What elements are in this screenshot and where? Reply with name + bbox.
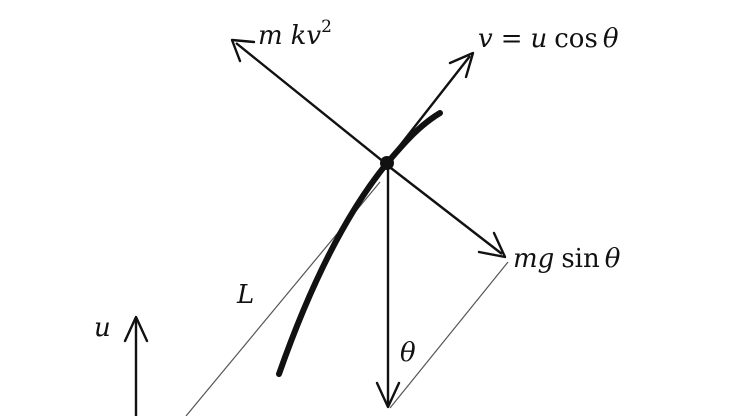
gravity-component-arrowhead	[477, 231, 507, 259]
velocity-arrow	[386, 55, 471, 163]
speed-u-label: u	[94, 313, 111, 343]
parallelogram-line	[389, 261, 509, 409]
trajectory-curve	[276, 110, 443, 377]
drag-force-arrowhead	[230, 38, 256, 63]
particle-dot	[380, 156, 394, 170]
vertical-gravity-arrowhead	[375, 381, 401, 409]
drag-force-arrow	[235, 42, 386, 164]
speed-u-arrowhead	[123, 315, 149, 343]
angle-theta-label: θ	[400, 338, 416, 368]
velocity-arrowhead	[448, 51, 475, 79]
gravity-component-arrow	[386, 164, 503, 255]
length-label: L	[236, 280, 254, 310]
